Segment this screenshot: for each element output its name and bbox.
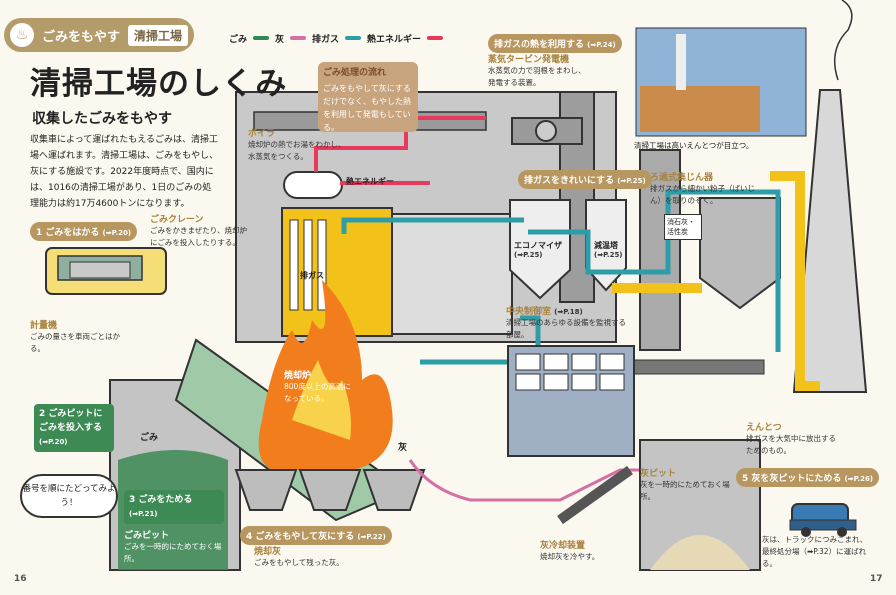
scale-title: 計量機 bbox=[30, 321, 58, 331]
truck-note: 灰は、トラックにつみこまれ、最終処分場（➡P.32）に運ばれる。 bbox=[762, 535, 868, 568]
legend-arrow-heat bbox=[427, 35, 444, 40]
step-4-title: 4 ごみをもやして灰にする bbox=[246, 532, 355, 542]
filter-callout: ろ過式集じん器 排ガスから細かい粉子（ばいじん）を取りのぞく。 bbox=[650, 170, 760, 207]
reactor-ref: (➡P.25) bbox=[594, 251, 623, 259]
chimney-text: 排ガスを大気中に放出するためのもの。 bbox=[746, 434, 836, 455]
boiler-text: 焼却炉の熱でお湯をわかし、水蒸気をつくる。 bbox=[248, 140, 346, 161]
chimney-title: えんとつ bbox=[746, 423, 782, 433]
step-5-title: 5 灰を灰ピットにためる bbox=[742, 474, 842, 484]
boiler-callout: ボイラ 焼却炉の熱でお湯をわかし、水蒸気をつくる。 bbox=[248, 126, 348, 163]
flow-summary-text: ごみをもやして灰にするだけでなく、もやした熱を利用して発電もしている。 bbox=[323, 84, 411, 132]
control-room-title: 中央制御室 bbox=[506, 307, 552, 317]
control-room-text: 清掃工場のあらゆる設備を監視する部屋。 bbox=[506, 318, 626, 339]
incineration-ash-text: ごみをもやして残った灰。 bbox=[254, 558, 344, 567]
step-4-ref: (➡P.22) bbox=[357, 533, 386, 541]
section-badge: ♨ ごみをもやす 清掃工場 bbox=[4, 18, 194, 52]
step-4-label: 4 ごみをもやして灰にする (➡P.22) bbox=[240, 526, 392, 545]
reactor-title: 減温塔 bbox=[594, 241, 618, 250]
economizer-label: エコノマイザ (➡P.25) bbox=[514, 240, 574, 259]
step-1-label: 1 ごみをはかる (➡P.20) bbox=[30, 222, 138, 241]
turbine-callout: 蒸気タービン発電機 水蒸気の力で羽根をまわし、発電する装置。 bbox=[488, 52, 588, 89]
page-title: 清掃工場のしくみ bbox=[30, 66, 288, 102]
step-3-ref: (➡P.21) bbox=[129, 510, 158, 518]
economizer-title: エコノマイザ bbox=[514, 241, 562, 250]
exhaust-clean-label: 排ガスをきれいにする (➡P.25) bbox=[518, 170, 652, 189]
legend-label-gomi: ごみ bbox=[229, 35, 248, 45]
gomi-flow-label: ごみ bbox=[140, 433, 159, 443]
color-legend: ごみ 灰 排ガス 熱エネルギー bbox=[229, 32, 444, 45]
step-3-label: 3 ごみをためる (➡P.21) bbox=[124, 490, 224, 524]
ash-cooler-text: 焼却灰を冷やす。 bbox=[540, 552, 600, 561]
legend-arrow-ash bbox=[290, 35, 307, 40]
control-room-ref: (➡P.18) bbox=[554, 308, 583, 316]
filter-text: 排ガスから細かい粉子（ばいじん）を取りのぞく。 bbox=[650, 184, 755, 205]
incineration-ash-callout: 焼却灰 ごみをもやして残った灰。 bbox=[254, 544, 374, 569]
step-2-ref: (➡P.20) bbox=[39, 438, 68, 446]
step-5-ref: (➡P.26) bbox=[844, 475, 874, 483]
ash-pit-text: 灰を一時的にためておく場所。 bbox=[640, 480, 730, 501]
gomi-pit-callout: ごみピット ごみを一時的にためておく場所。 bbox=[124, 528, 224, 565]
section-category: ごみをもやす bbox=[42, 29, 121, 45]
gomi-pit-text: ごみを一時的にためておく場所。 bbox=[124, 542, 222, 563]
gomi-pit-title: ごみピット bbox=[124, 531, 170, 541]
ash-cooler-title: 灰冷却装置 bbox=[540, 541, 586, 551]
furnace-text: 800度以上の高温になっている。 bbox=[284, 382, 351, 403]
exhaust-label: 排ガス bbox=[300, 271, 324, 280]
step-5-label: 5 灰を灰ピットにためる (➡P.26) bbox=[736, 468, 880, 487]
reactor-label: 減温塔 (➡P.25) bbox=[594, 240, 634, 259]
exhaust-use-ref: (➡P.24) bbox=[587, 41, 616, 49]
step-2-label: 2 ごみピットにごみを投入する (➡P.20) bbox=[34, 404, 114, 452]
legend-label-exhaust: 排ガス bbox=[312, 35, 340, 45]
exhaust-clean-ref: (➡P.25) bbox=[617, 177, 646, 185]
crane-text: ごみをかきまぜたり、焼却炉にごみを投入したりする。 bbox=[150, 226, 247, 247]
photo-caption: 清掃工場は高いえんとつが目立つ。 bbox=[634, 141, 754, 150]
crane-title: ごみクレーン bbox=[150, 215, 204, 225]
heat-label: 熱エネルギー bbox=[346, 177, 394, 186]
chimney-callout: えんとつ 排ガスを大気中に放出するためのもの。 bbox=[746, 420, 836, 457]
filter-title: ろ過式集じん器 bbox=[650, 173, 714, 183]
legend-label-ash: 灰 bbox=[275, 35, 285, 45]
speech-bubble: 番号を順にたどってみよう！ bbox=[20, 474, 118, 518]
crane-callout: ごみクレーン ごみをかきまぜたり、焼却炉にごみを投入したりする。 bbox=[150, 212, 250, 249]
intro-body: 収集車によって運ばれたもえるごみは、清掃工場へ運ばれます。清掃工場は、ごみをもや… bbox=[30, 135, 219, 209]
page-number-left: 16 bbox=[14, 574, 27, 584]
section-subtitle: 清掃工場 bbox=[128, 24, 189, 46]
turbine-title: 蒸気タービン発電機 bbox=[488, 55, 570, 65]
step-1-title: 1 ごみをはかる bbox=[36, 228, 100, 238]
exhaust-use-label: 排ガスの熱を利用する (➡P.24) bbox=[488, 34, 622, 53]
exhaust-clean-title: 排ガスをきれいにする bbox=[524, 176, 615, 186]
step-1-ref: (➡P.20) bbox=[102, 229, 132, 237]
ash-pit-title: 灰ピット bbox=[640, 469, 677, 479]
step-3-title: 3 ごみをためる bbox=[129, 495, 193, 505]
scale-callout: 計量機 ごみの量さを車両ごとはかる。 bbox=[30, 318, 120, 355]
economizer-ref: (➡P.25) bbox=[514, 251, 543, 259]
flame-icon: ♨ bbox=[10, 23, 34, 47]
ash-pit-callout: 灰ピット 灰を一時的にためておく場所。 bbox=[640, 466, 730, 503]
ash-label: 灰 bbox=[398, 443, 408, 453]
control-room-callout: 中央制御室 (➡P.18) 清掃工場のあらゆる設備を監視する部屋。 bbox=[506, 304, 626, 341]
furnace-callout: 焼却炉 800度以上の高温になっている。 bbox=[284, 368, 354, 405]
exhaust-use-title: 排ガスの熱を利用する bbox=[494, 40, 585, 50]
page-number-right: 17 bbox=[870, 574, 883, 584]
legend-arrow-exhaust bbox=[345, 35, 362, 40]
intro-heading: 収集したごみをもやす bbox=[32, 111, 172, 127]
flow-summary-title: ごみ処理の流れ bbox=[323, 68, 387, 78]
step-2-title: 2 ごみピットにごみを投入する bbox=[39, 409, 103, 433]
scale-text: ごみの量さを車両ごとはかる。 bbox=[30, 332, 120, 353]
flow-summary-box: ごみ処理の流れ ごみをもやして灰にするだけでなく、もやした熱を利用して発電もして… bbox=[318, 62, 418, 132]
furnace-title: 焼却炉 bbox=[284, 371, 312, 381]
legend-arrow-gomi bbox=[253, 35, 270, 40]
legend-label-heat: 熱エネルギー bbox=[367, 35, 422, 45]
turbine-text: 水蒸気の力で羽根をまわし、発電する装置。 bbox=[488, 66, 586, 87]
ash-cooler-callout: 灰冷却装置 焼却灰を冷やす。 bbox=[540, 538, 620, 563]
incineration-ash-title: 焼却灰 bbox=[254, 547, 282, 557]
filter-additive-box: 消石灰・活性炭 bbox=[664, 214, 702, 240]
boiler-title: ボイラ bbox=[248, 129, 276, 139]
